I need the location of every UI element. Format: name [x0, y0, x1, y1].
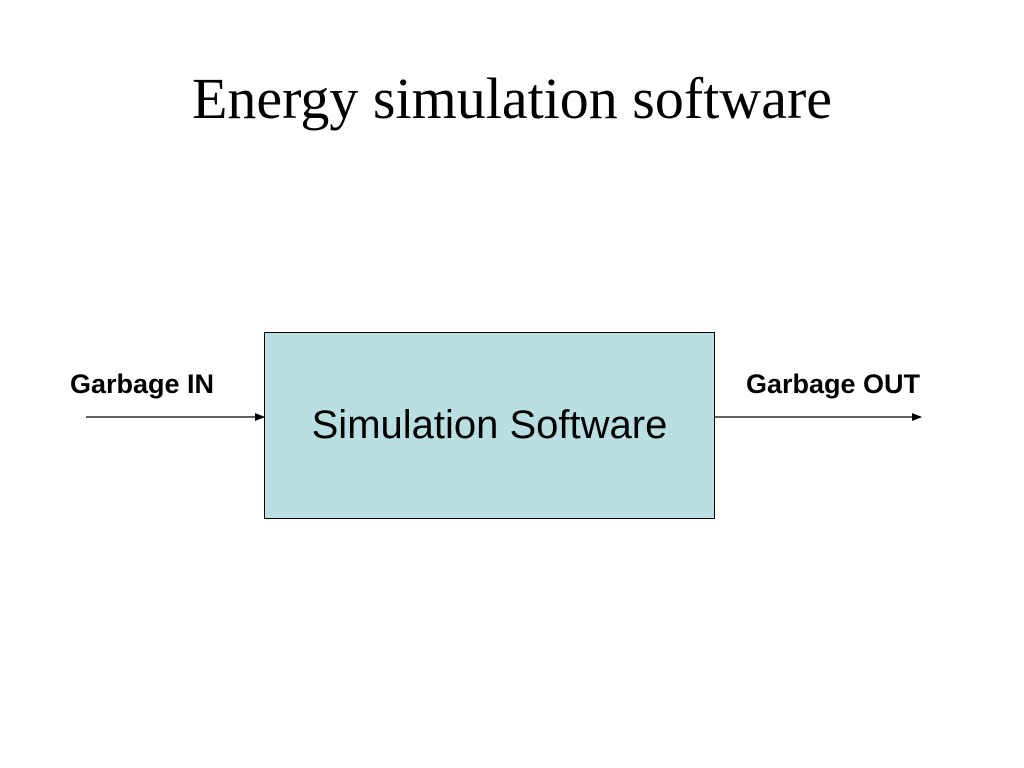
slide-title: Energy simulation software	[191, 66, 832, 131]
output-label: Garbage OUT	[746, 369, 921, 399]
process-box: Simulation Software	[264, 332, 715, 519]
process-label: Simulation Software	[311, 403, 668, 447]
input-label: Garbage IN	[70, 369, 215, 399]
